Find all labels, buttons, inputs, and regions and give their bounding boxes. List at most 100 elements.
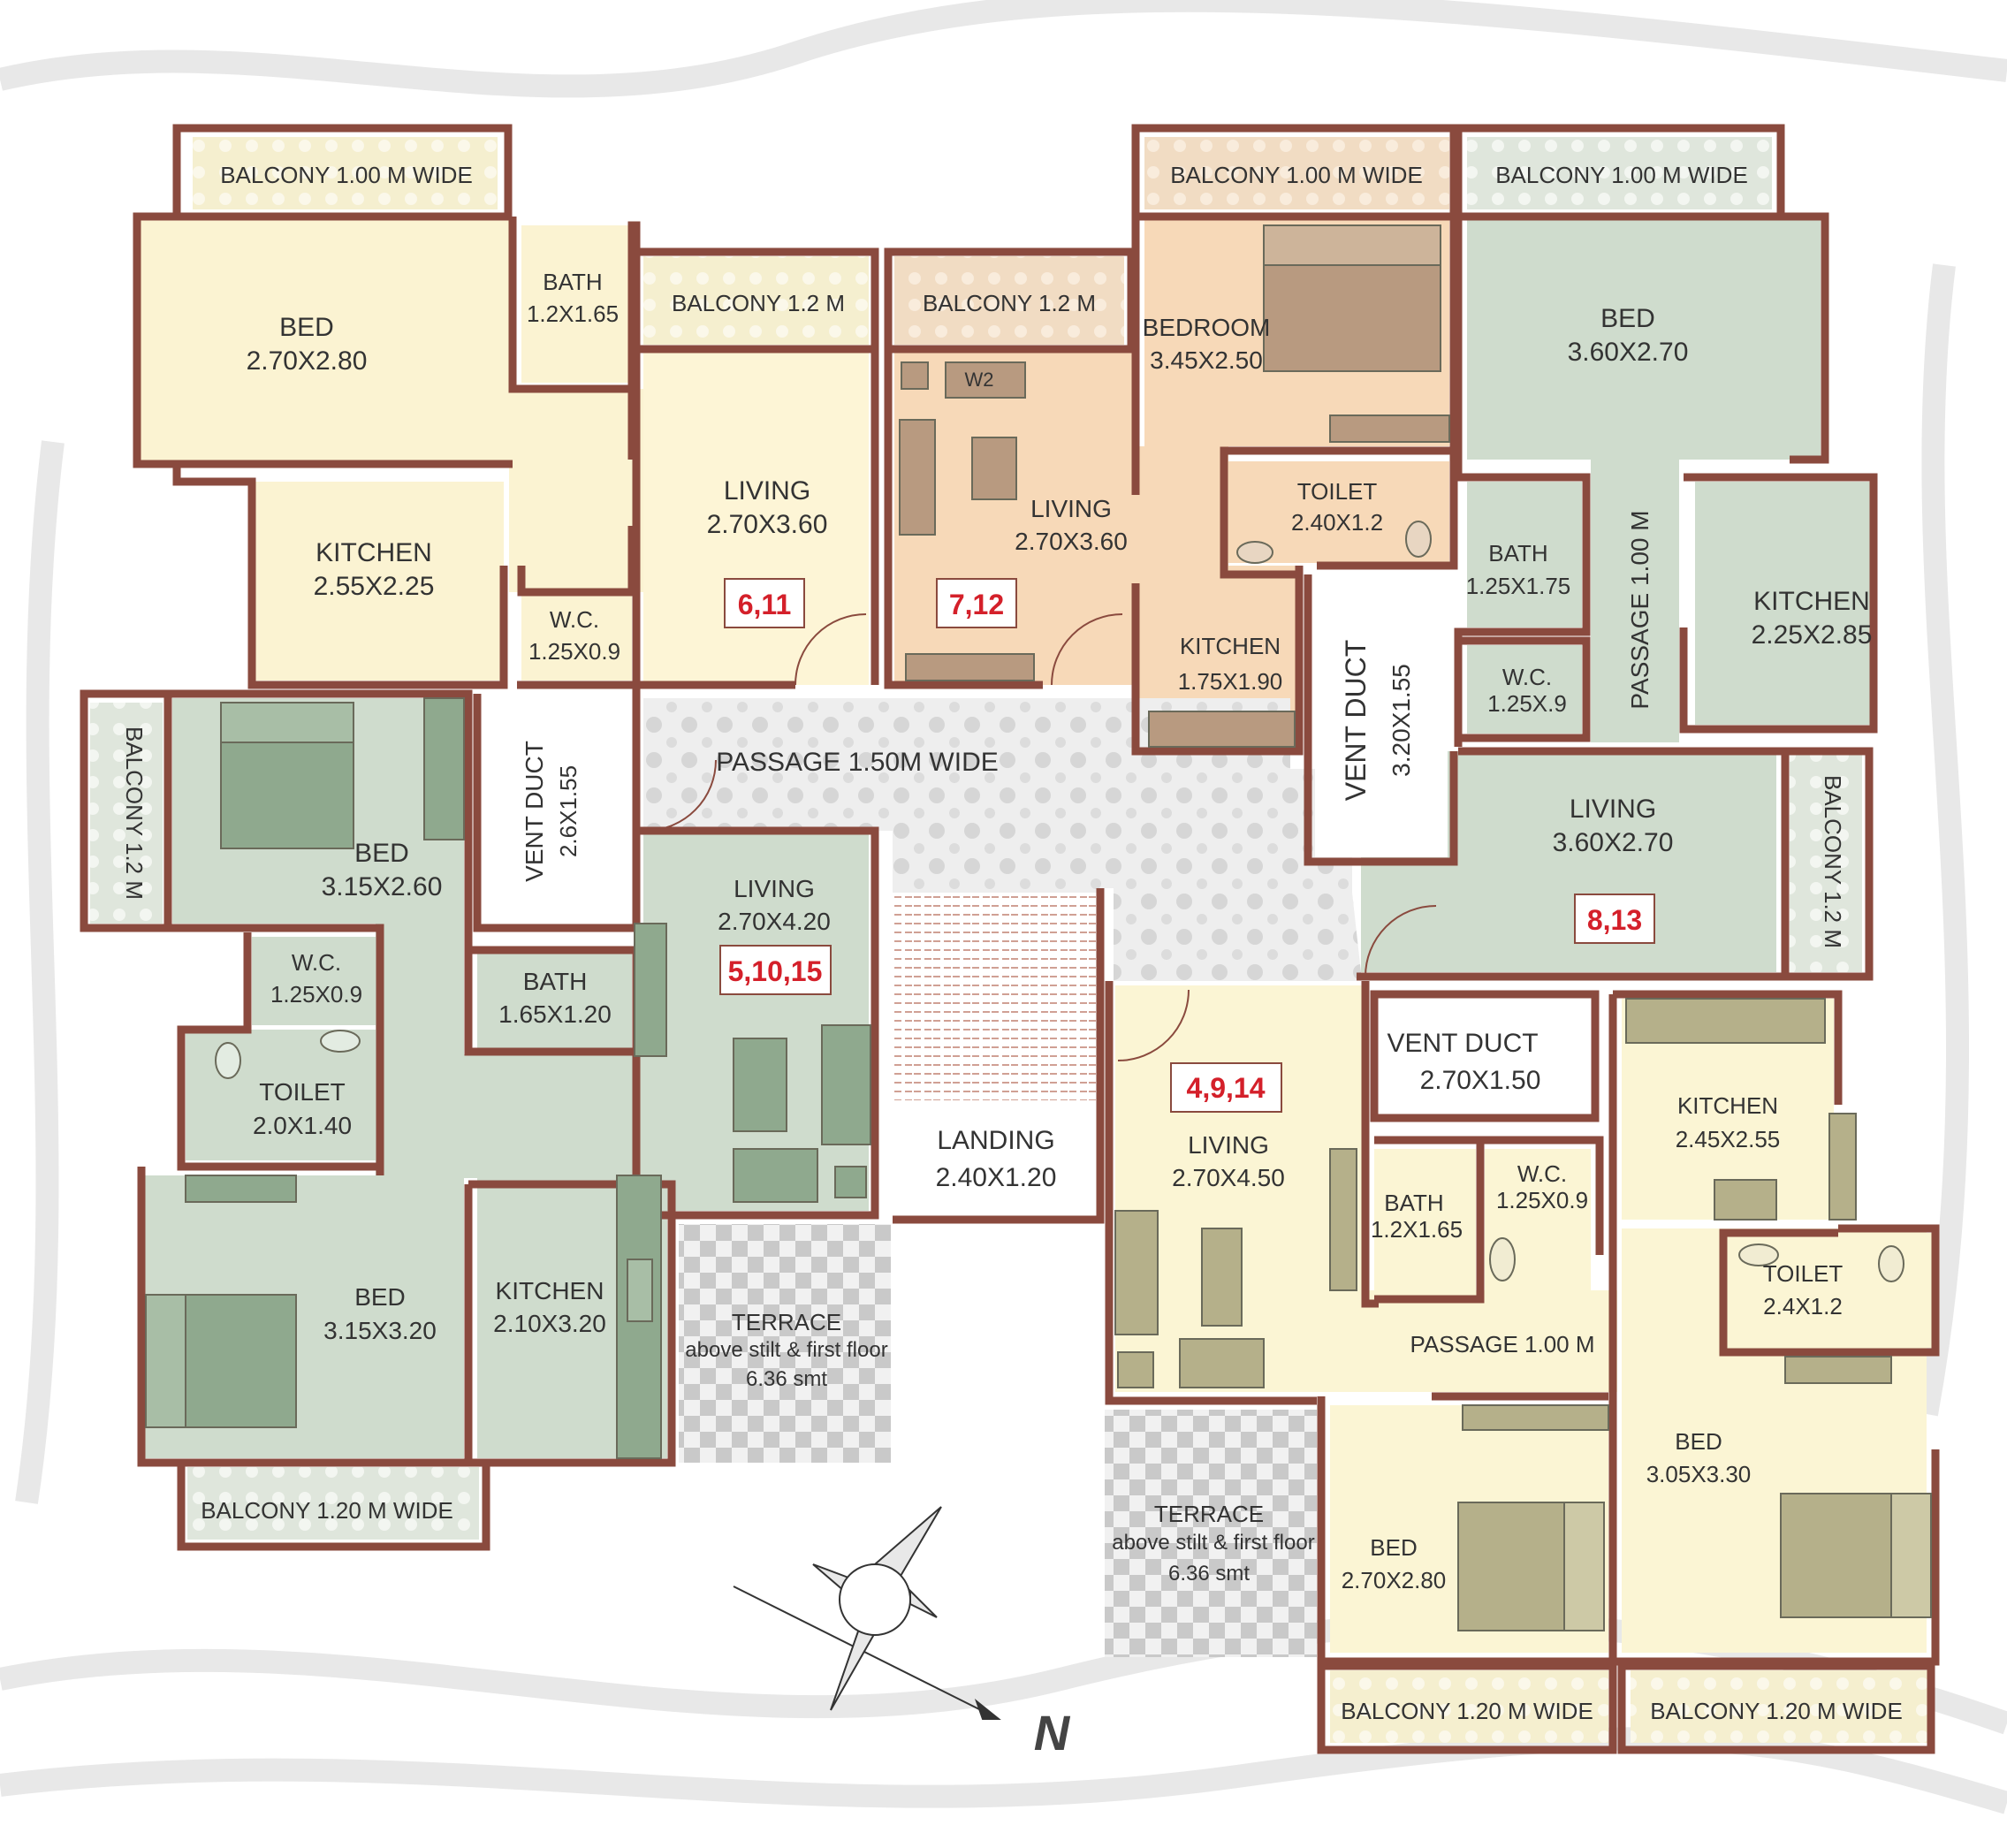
door-swings xyxy=(644,613,1437,1061)
terrace-l-name: TERRACE xyxy=(732,1309,841,1335)
bath-tl-size: 1.2X1.65 xyxy=(527,300,619,327)
bed-br-size: 3.05X3.30 xyxy=(1646,1461,1752,1487)
living-5-name: LIVING xyxy=(734,875,815,902)
unit-7-12-box xyxy=(936,578,1017,628)
unit-7-12: 7,12 xyxy=(949,589,1004,620)
vent-duct-mid-floor xyxy=(1374,999,1591,1114)
kitchen-tm-size: 1.75X1.90 xyxy=(1178,668,1283,695)
unit-number-tags: 6,11 7,12 8,13 5,10,15 4,9,14 xyxy=(719,578,1655,1113)
unit-5-10-15: 5,10,15 xyxy=(728,955,823,987)
living-7-name: LIVING xyxy=(1030,495,1112,522)
balcony-12-a-floor xyxy=(643,256,869,345)
wc-top-left-floor xyxy=(521,592,632,681)
vent-duct-left-name: VENT DUCT xyxy=(521,741,548,882)
living-5-size: 2.70X4.20 xyxy=(718,908,831,935)
terrace-l-area: 6.36 smt xyxy=(746,1367,827,1391)
bed-bm-name: BED xyxy=(1370,1534,1417,1561)
bed-tl-size: 2.70X2.80 xyxy=(247,346,368,376)
bed-tr-name: BED xyxy=(1600,304,1655,333)
bed-top-right-floor xyxy=(1467,217,1821,460)
unit-6-11: 6,11 xyxy=(738,589,792,620)
vent-duct-mid-size: 2.70X1.50 xyxy=(1420,1066,1541,1095)
unit-6-11-box xyxy=(724,578,805,628)
bed-bm-size: 2.70X2.80 xyxy=(1342,1567,1447,1593)
kitchen-tr-size: 2.25X2.85 xyxy=(1752,620,1873,650)
kitchen-tm-name: KITCHEN xyxy=(1180,633,1281,659)
passage-right-floor xyxy=(1591,460,1679,742)
passage-right-label: PASSAGE 1.00 M xyxy=(1626,510,1653,709)
kitchen-tr-name: KITCHEN xyxy=(1753,587,1870,616)
passage-bottom-label: PASSAGE 1.00 M xyxy=(1410,1331,1594,1357)
living-6-floor xyxy=(643,349,869,685)
terrace-r-area: 6.36 smt xyxy=(1168,1562,1250,1586)
terrace-right-floor xyxy=(1105,1410,1317,1657)
balcony-left-vert-label: BALCONY 1.2 M xyxy=(121,726,148,900)
landing-floor xyxy=(893,1100,1100,1220)
bedroom-size: 3.45X2.50 xyxy=(1150,346,1263,374)
balcony-bottom-mid-floor xyxy=(1330,1670,1608,1743)
compass-rose xyxy=(733,1506,1001,1720)
passage-main-label: PASSAGE 1.50M WIDE xyxy=(716,748,999,777)
bath-ml-size: 1.65X1.20 xyxy=(498,1000,612,1028)
terrace-r-note: above stilt & first floor xyxy=(1112,1531,1314,1555)
living-7-size: 2.70X3.60 xyxy=(1015,528,1128,555)
unit-8-13: 8,13 xyxy=(1587,904,1642,936)
kitchen-bl-size: 2.10X3.20 xyxy=(493,1310,606,1337)
landing-size: 2.40X1.20 xyxy=(936,1163,1057,1192)
kitchen-top-right-floor xyxy=(1695,482,1872,725)
toilet-br-size: 2.4X1.2 xyxy=(1763,1293,1843,1319)
balcony-12-a-label: BALCONY 1.2 M xyxy=(672,290,845,316)
wc-br-name: W.C. xyxy=(1517,1160,1567,1187)
toilet-tm-name: TOILET xyxy=(1297,478,1378,505)
bath-ml-name: BATH xyxy=(523,968,588,995)
stairs xyxy=(893,893,1100,1100)
unit-5-10-15-box xyxy=(719,945,832,995)
wc-tl-name: W.C. xyxy=(550,606,599,633)
bath-top-right-floor xyxy=(1467,482,1582,627)
wc-br-size: 1.25X0.9 xyxy=(1496,1187,1588,1213)
unit-4-9-14-box xyxy=(1170,1062,1282,1113)
bed-bl-size: 3.15X3.20 xyxy=(323,1317,437,1344)
kitchen-tl-size: 2.55X2.25 xyxy=(314,572,435,601)
wc-tr-size: 1.25X.9 xyxy=(1487,690,1567,717)
hall-left-floor xyxy=(376,924,464,1180)
wc-tr-name: W.C. xyxy=(1502,664,1552,690)
bed-bl-name: BED xyxy=(354,1283,406,1311)
wc-mid-left-floor xyxy=(252,937,376,1025)
kitchen-br-size: 2.45X2.55 xyxy=(1676,1126,1781,1152)
toilet-ml-size: 2.0X1.40 xyxy=(253,1112,352,1139)
balcony-left-vert-floor xyxy=(90,703,163,924)
vent-duct-big-name: VENT DUCT xyxy=(1340,640,1372,802)
kitchen-bl-name: KITCHEN xyxy=(496,1277,604,1304)
toilet-tm-size: 2.40X1.2 xyxy=(1291,509,1383,536)
balcony-bottom-mid-label: BALCONY 1.20 M WIDE xyxy=(1341,1698,1593,1724)
balcony-bottom-left-label: BALCONY 1.20 M WIDE xyxy=(201,1497,453,1524)
furniture xyxy=(145,224,1932,1631)
bath-br-size: 1.2X1.65 xyxy=(1371,1216,1463,1243)
balcony-top-left-label: BALCONY 1.00 M WIDE xyxy=(220,162,473,188)
bath-mid-left-floor xyxy=(477,950,632,1054)
terrace-l-note: above stilt & first floor xyxy=(685,1338,887,1362)
balcony-12-b-floor xyxy=(894,256,1124,345)
kitchen-top-left-floor xyxy=(252,482,504,681)
bath-tl-name: BATH xyxy=(543,269,602,295)
compass-north-label: N xyxy=(1034,1705,1071,1761)
bath-bottom-right-floor xyxy=(1374,1149,1476,1290)
terrace-r-name: TERRACE xyxy=(1154,1501,1264,1527)
wc-ml-name: W.C. xyxy=(292,949,341,976)
balcony-right-vert-floor xyxy=(1790,751,1862,972)
landing-name: LANDING xyxy=(937,1126,1054,1155)
vent-duct-left-floor xyxy=(482,698,632,924)
living-5-floor xyxy=(643,831,869,1211)
room-labels: BALCONY 1.00 M WIDE BED 2.70X2.80 BATH 1… xyxy=(121,162,1903,1724)
balcony-bottom-right-floor xyxy=(1631,1670,1931,1743)
bath-br-name: BATH xyxy=(1384,1190,1443,1216)
hall-top-mid-floor xyxy=(1133,446,1228,703)
balcony-right-vert-label: BALCONY 1.2 M xyxy=(1820,775,1846,948)
bath-tr-name: BATH xyxy=(1488,540,1547,567)
bed-top-left-floor xyxy=(140,217,509,462)
toilet-ml-name: TOILET xyxy=(259,1078,346,1106)
hall-top-left-floor xyxy=(509,389,643,592)
bed-ml-name: BED xyxy=(354,839,409,868)
